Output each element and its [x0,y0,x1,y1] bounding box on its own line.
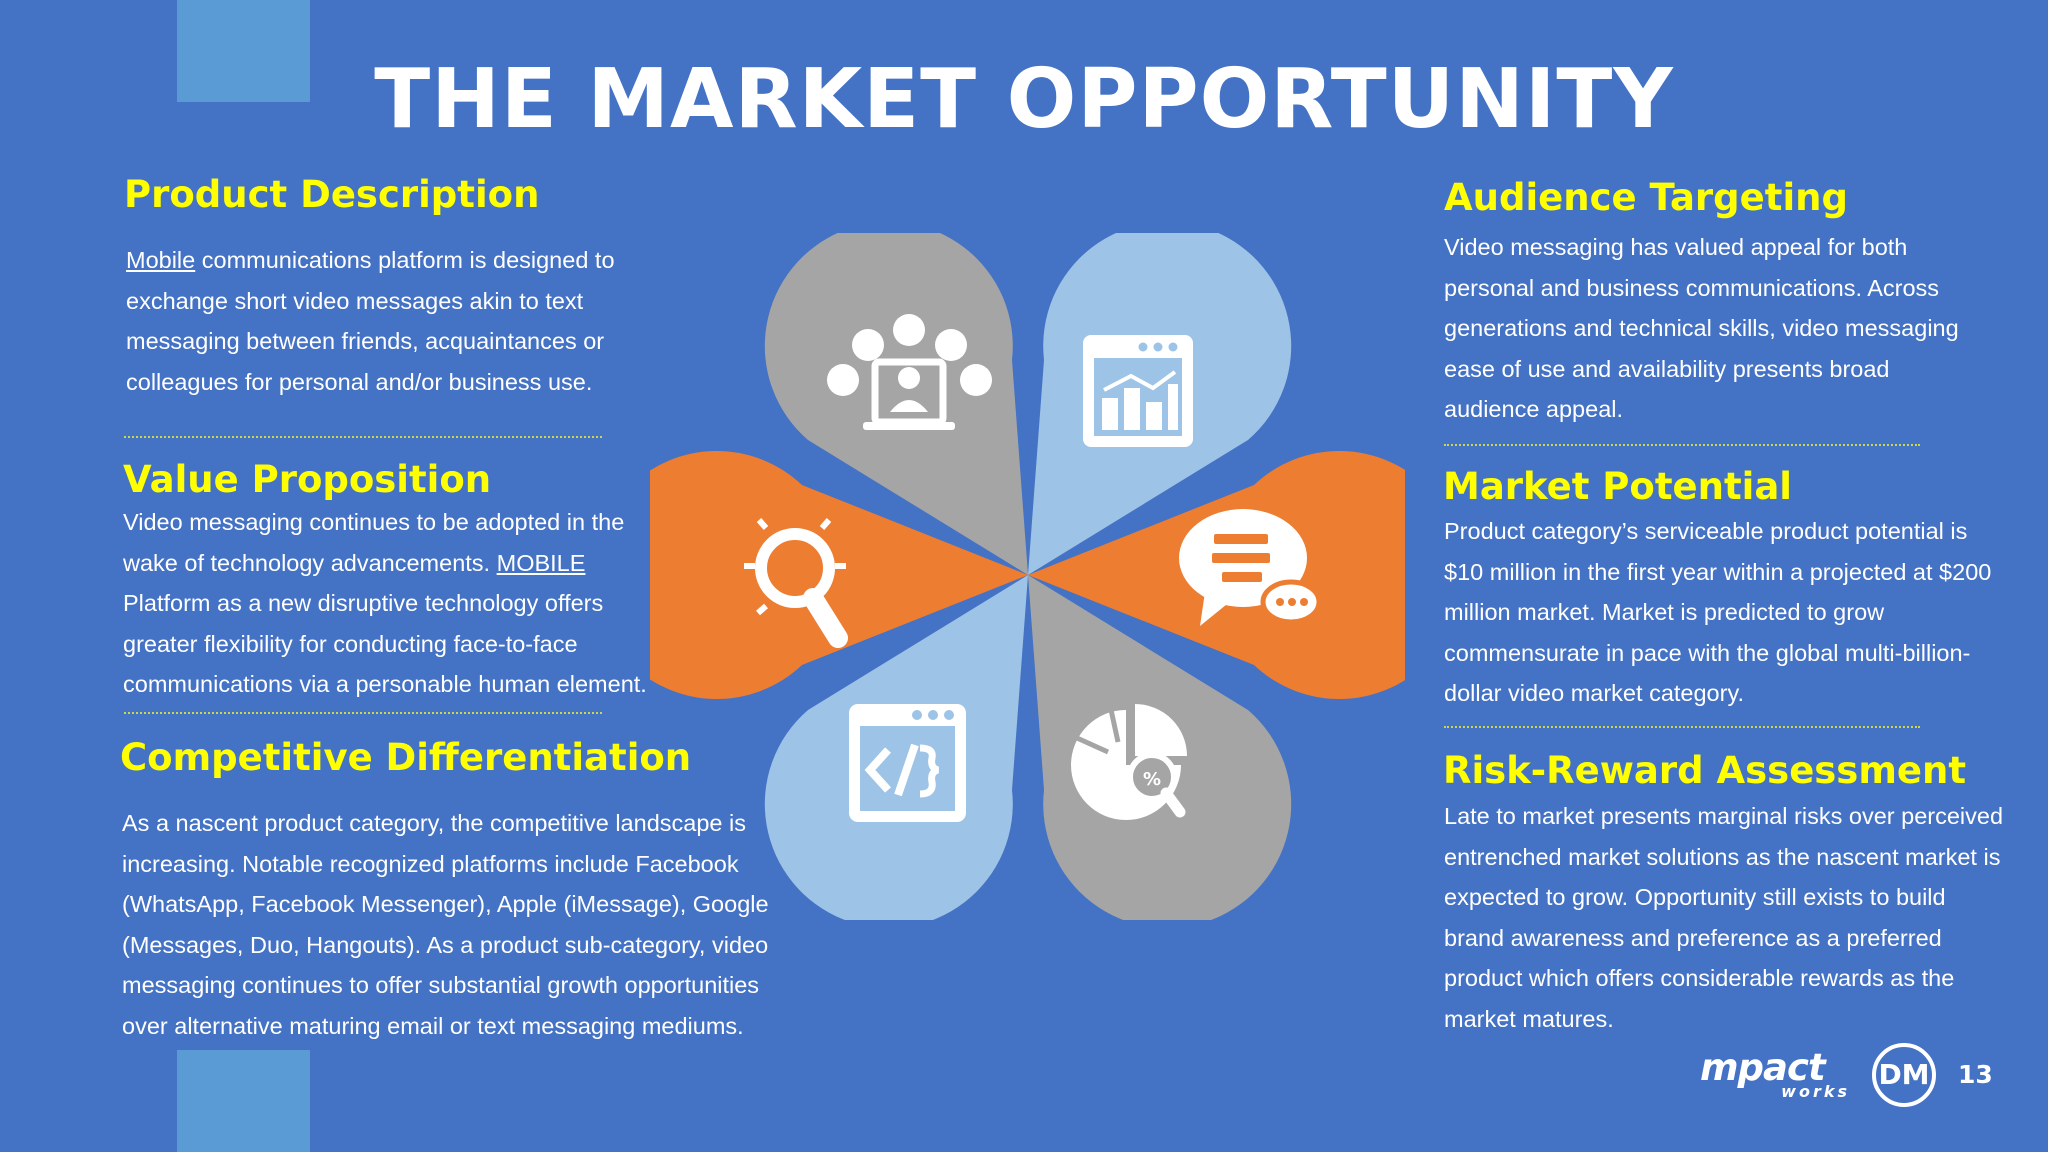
value-proposition-body-end: Platform as a new disruptive technology … [123,590,647,697]
divider [1444,726,1920,728]
code-window-icon [849,704,966,822]
divider [1444,444,1920,446]
divider [124,712,602,714]
people-network-icon [827,314,992,430]
risk-reward-heading: Risk-Reward Assessment [1443,749,1967,792]
decorative-square-top [177,0,310,102]
product-description-body: communications platform is designed to e… [126,247,615,395]
competitive-differentiation-heading: Competitive Differentiation [120,736,692,779]
competitive-differentiation-text: As a nascent product category, the compe… [122,810,769,1039]
petal-top-left [764,233,1028,575]
decorative-square-bottom [177,1050,310,1152]
petal-left [650,451,1028,699]
mobile-platform-link[interactable]: MOBILE [496,549,586,576]
audience-targeting-heading: Audience Targeting [1444,176,1848,219]
pie-chart-search-icon: % [1071,704,1187,820]
magnifier-icon [744,518,848,648]
market-potential-heading: Market Potential [1443,465,1792,508]
divider [124,436,602,438]
chat-bubble-icon [1179,509,1322,626]
audience-targeting-text: Video messaging has valued appeal for bo… [1444,234,1959,422]
value-proposition-heading: Value Proposition [123,458,492,501]
mobile-link[interactable]: Mobile [126,247,196,273]
slide-title: THE MARKET OPPORTUNITY [374,52,1674,147]
market-potential-text: Product category’s serviceable product p… [1444,518,1992,706]
value-proposition-text: Video messaging continues to be adopted … [123,502,668,705]
product-description-heading: Product Description [124,173,540,216]
dm-badge-logo: DM [1872,1043,1936,1107]
svg-text:%: % [1143,769,1161,790]
six-petal-flower-graphic: % [650,233,1405,920]
logo-sub-text: works [1781,1082,1850,1101]
mpact-works-logo: mpact works [1700,1040,1860,1102]
logo-main-text: mpact [1700,1046,1826,1089]
risk-reward-text: Late to market presents marginal risks o… [1444,803,2004,1032]
value-proposition-body-start: Video messaging continues to be adopted … [123,509,625,576]
page-number: 13 [1958,1060,1993,1089]
product-description-text: Mobile communications platform is design… [126,240,616,402]
analytics-browser-icon [1083,335,1193,447]
